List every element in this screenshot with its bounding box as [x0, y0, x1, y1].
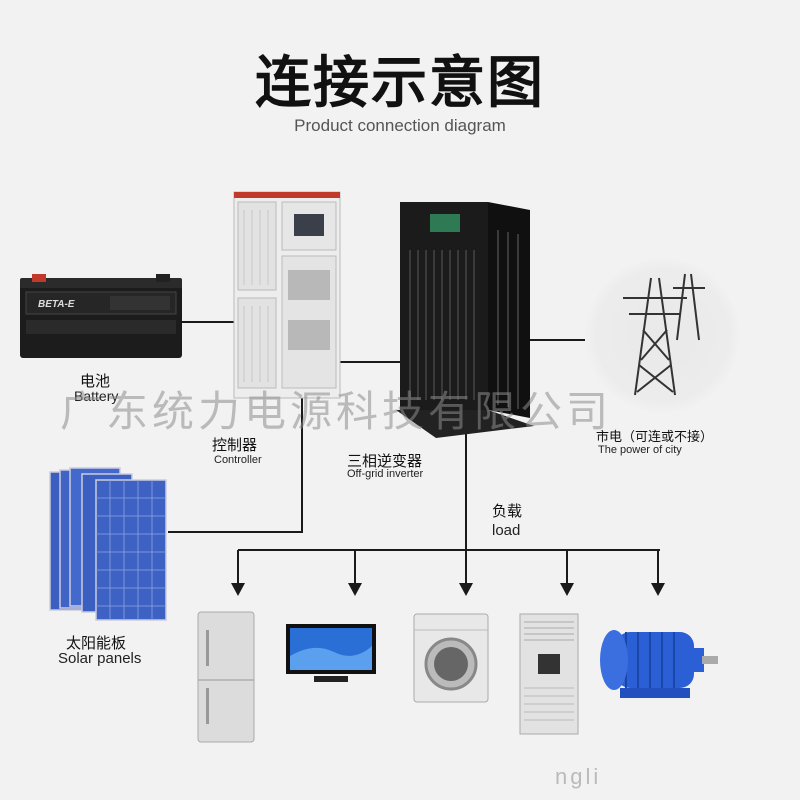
solar-label-en: Solar panels — [58, 650, 141, 667]
inverter-label-en: Off-grid inverter — [347, 468, 423, 480]
refrigerator-image — [196, 610, 258, 745]
air-conditioner-image — [518, 612, 580, 737]
load-label-en: load — [492, 522, 520, 539]
controller-image — [232, 190, 342, 400]
load-label-cn: 负载 — [492, 500, 522, 521]
load-arrows — [231, 583, 665, 596]
washing-machine-image — [412, 612, 490, 704]
company-watermark: 广东统力电源科技有限公司 — [60, 378, 612, 439]
city-power-label-cn: 市电（可连或不接） — [596, 426, 713, 445]
battery-brand: BETA-E — [38, 299, 75, 310]
motor-image — [596, 618, 724, 702]
power-tower-icon — [615, 270, 710, 400]
battery-image: BETA-E — [20, 274, 185, 360]
solar-panels-image — [48, 466, 170, 626]
city-power-label-en: The power of city — [598, 444, 682, 456]
television-image — [284, 622, 378, 686]
controller-label-en: Controller — [214, 454, 262, 466]
bottom-watermark: ngli — [555, 764, 601, 790]
